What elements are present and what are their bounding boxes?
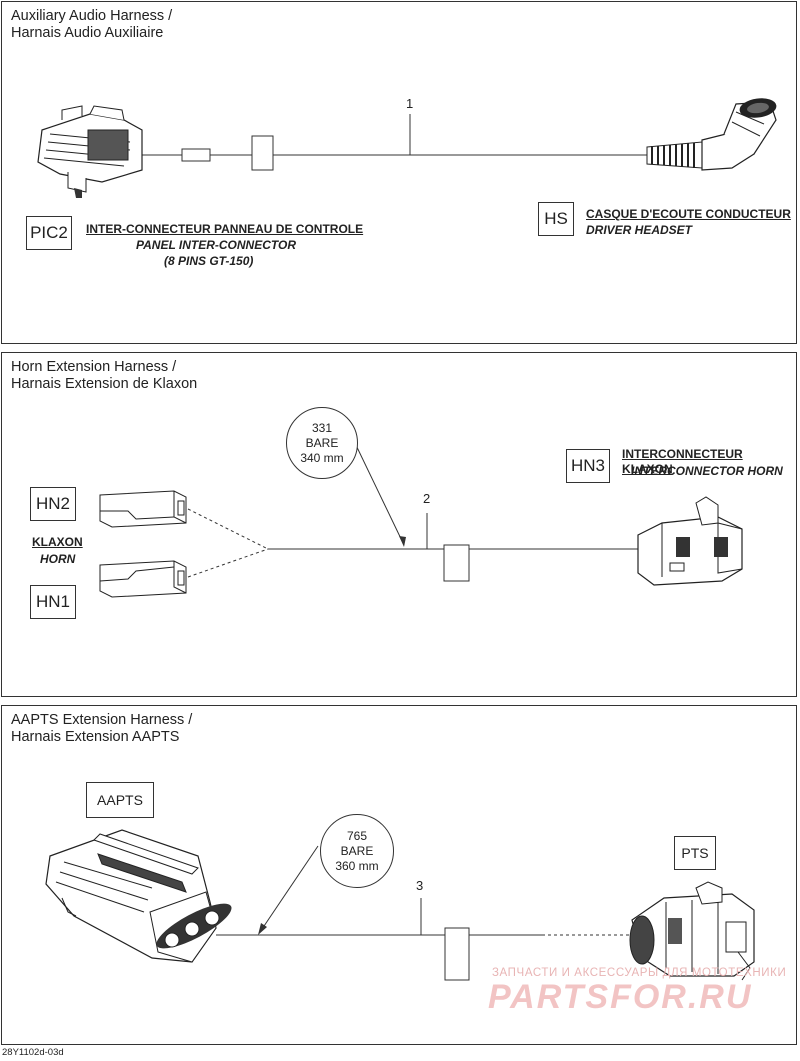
pts-connector-drawing bbox=[629, 881, 755, 981]
title-line-1: Horn Extension Harness / bbox=[11, 359, 177, 375]
hs-label-fr: CASQUE D'ECOUTE CONDUCTEUR bbox=[586, 207, 791, 221]
panel-aapts-extension: AAPTS Extension Harness / Harnais Extens… bbox=[1, 705, 797, 1045]
hn1-code-box: HN1 bbox=[30, 585, 76, 619]
label-tube bbox=[443, 544, 470, 582]
hn3-code-box: HN3 bbox=[566, 449, 610, 483]
hn3-connector-drawing bbox=[637, 496, 743, 586]
watermark-caption: ЗАПЧАСТИ И АКСЕССУАРЫ ДЛЯ МОТОТЕХНИКИ bbox=[492, 967, 787, 979]
horn-label-en: HORN bbox=[40, 552, 76, 566]
wire-code: 765 bbox=[346, 828, 368, 843]
hn1-terminal-drawing bbox=[99, 560, 187, 598]
panel-auxiliary-audio: Auxiliary Audio Harness / Harnais Audio … bbox=[1, 1, 797, 344]
panel-horn-extension: Horn Extension Harness / Harnais Extensi… bbox=[1, 352, 797, 697]
drawing-code: 28Y1102d-03d bbox=[2, 1047, 64, 1058]
title-line-1: Auxiliary Audio Harness / bbox=[11, 8, 173, 24]
pic2-connector-drawing bbox=[37, 105, 143, 198]
title-line-2: Harnais Extension AAPTS bbox=[11, 729, 180, 745]
hn3-label-fr: INTERCONNECTEUR KLAXON bbox=[622, 447, 743, 476]
title-line-2: Harnais Extension de Klaxon bbox=[11, 376, 198, 392]
wire-color: BARE bbox=[305, 435, 339, 450]
hn2-code-box: HN2 bbox=[30, 487, 76, 521]
label-tube bbox=[444, 927, 470, 981]
audio-harness-drawing bbox=[37, 98, 777, 198]
pts-code-box: PTS bbox=[674, 836, 716, 870]
hs-code-box: HS bbox=[538, 202, 574, 236]
wire-spec-bubble: 331 BARE 340 mm bbox=[286, 407, 358, 479]
hs-label-en: DRIVER HEADSET bbox=[586, 223, 693, 237]
hs-connector-drawing bbox=[646, 98, 777, 171]
horn-label-fr: KLAXON bbox=[32, 535, 83, 549]
aapts-connector-drawing bbox=[45, 829, 232, 963]
hn2-terminal-drawing bbox=[99, 490, 187, 528]
watermark-logo: PARTSFOR.RU bbox=[488, 978, 753, 1016]
item-number: 3 bbox=[416, 878, 424, 893]
pic2-label-spec: (8 PINS GT-150) bbox=[164, 254, 254, 268]
horn-harness-drawing bbox=[99, 440, 743, 598]
title-line-2: Harnais Audio Auxiliaire bbox=[11, 25, 164, 41]
panel-title: Horn Extension Harness / Harnais Extensi… bbox=[11, 359, 197, 393]
wire-color: BARE bbox=[340, 843, 374, 858]
item-number: 1 bbox=[406, 96, 414, 111]
wire-code: 331 bbox=[311, 420, 333, 435]
title-line-1: AAPTS Extension Harness / bbox=[11, 712, 193, 728]
wire-length: 360 mm bbox=[335, 858, 379, 873]
item-number: 2 bbox=[423, 491, 431, 506]
aapts-harness-drawing bbox=[45, 829, 755, 981]
aapts-code-box: AAPTS bbox=[86, 782, 154, 818]
pic2-code-box: PIC2 bbox=[26, 216, 72, 250]
panel-title: Auxiliary Audio Harness / Harnais Audio … bbox=[11, 8, 172, 42]
wire-spec-bubble: 765 BARE 360 mm bbox=[320, 814, 394, 888]
label-tube bbox=[251, 135, 274, 171]
terminal-sleeve bbox=[181, 148, 211, 162]
wire-length: 340 mm bbox=[300, 450, 344, 465]
panel-title: AAPTS Extension Harness / Harnais Extens… bbox=[11, 712, 192, 746]
pic2-label-fr: INTER-CONNECTEUR PANNEAU DE CONTROLE bbox=[86, 222, 364, 236]
pic2-label-en: PANEL INTER-CONNECTOR bbox=[136, 238, 297, 252]
hn3-label-en: INTERCONNECTOR HORN bbox=[631, 464, 783, 478]
